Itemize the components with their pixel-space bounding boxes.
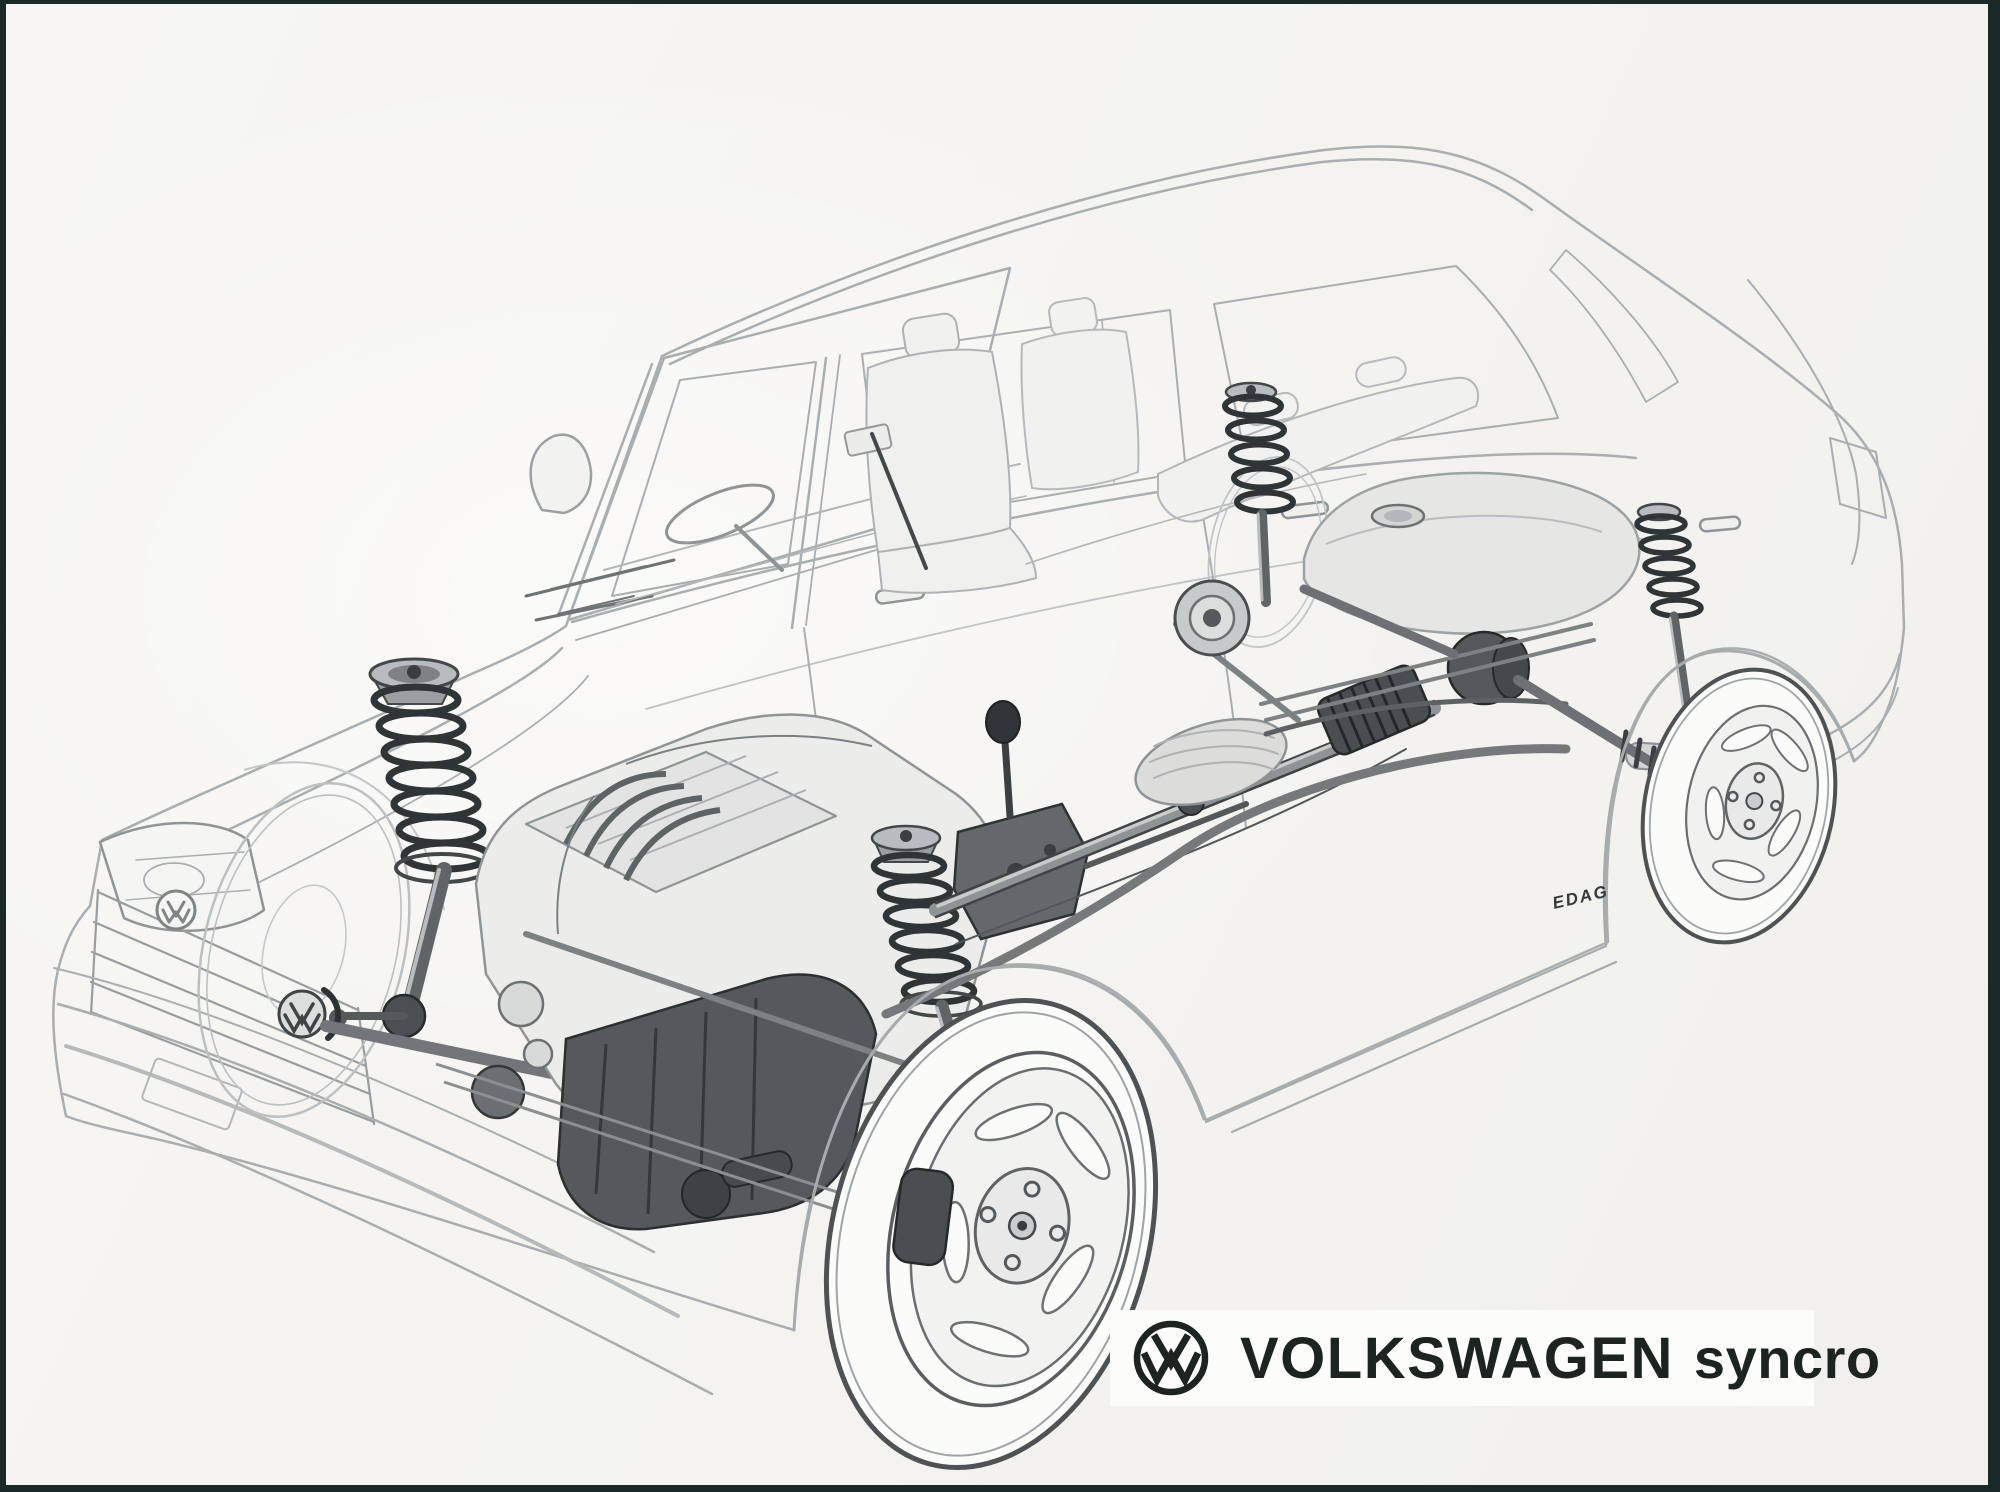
coil-spring xyxy=(370,683,492,873)
model-wordmark: syncro xyxy=(1693,1326,1881,1390)
rim-lip xyxy=(886,1050,1136,1408)
damper-tube xyxy=(1257,509,1271,607)
cowl-line xyxy=(575,531,937,641)
idler-pulley xyxy=(522,1038,554,1070)
vw-roundel-icon xyxy=(1133,1320,1209,1396)
cabin-floor-line xyxy=(1025,473,1367,565)
sill-line xyxy=(1204,944,1618,1134)
hatch-glass-sliver xyxy=(1549,249,1679,403)
rear-wheel-arch xyxy=(1602,649,1856,946)
front-bumper-strip xyxy=(64,1044,680,1318)
alloy-slots xyxy=(1704,724,1809,884)
hatch-handle xyxy=(1698,515,1742,533)
cv-flange-vw-icon xyxy=(277,989,327,1039)
b-pillar xyxy=(790,356,828,630)
exhaust-pipe xyxy=(881,744,1571,1019)
grille-vw-emblem-icon xyxy=(155,889,197,931)
rear-right-strut xyxy=(1222,381,1296,607)
halfshaft-right xyxy=(1299,584,1459,659)
rear-drive-assembly xyxy=(1173,579,1683,784)
front-bumper-upper xyxy=(56,1002,656,1254)
rear-subframe-beam-1 xyxy=(1259,622,1596,722)
roof-inner-line xyxy=(668,157,1534,366)
heat-shield-pan xyxy=(1134,717,1288,807)
damper-tube xyxy=(402,862,452,1014)
coil-spring xyxy=(1222,393,1296,515)
passenger-seat-back xyxy=(1020,328,1140,491)
hood-crease-2 xyxy=(201,675,589,911)
wiper-blade-1 xyxy=(550,565,647,590)
headlight xyxy=(98,821,266,932)
coil-spring xyxy=(1634,513,1704,619)
windshield xyxy=(566,266,1012,622)
lug-bolts xyxy=(979,1180,1066,1271)
hood-crease-1 xyxy=(154,646,564,866)
hatch-seam xyxy=(1747,279,1861,565)
seat-belt xyxy=(870,432,928,570)
brake-caliper xyxy=(892,1167,955,1267)
wheel-arches xyxy=(792,649,1856,1332)
front-seat-back xyxy=(865,348,1012,554)
rear-headrest-2 xyxy=(1355,356,1407,388)
front-left-wheel xyxy=(823,998,1159,1470)
shift-rod xyxy=(1001,738,1014,820)
intake-runners xyxy=(563,771,721,882)
rear-stabilizer xyxy=(1263,697,1569,737)
front-door-window xyxy=(611,361,817,597)
brand-label: VOLKSWAGEN syncro xyxy=(1110,1310,1880,1406)
shift-linkage xyxy=(1083,801,1249,869)
shift-knob xyxy=(985,700,1021,744)
engine-harness xyxy=(556,734,873,935)
bell-housing-cap xyxy=(681,1169,731,1219)
taillight xyxy=(1829,437,1887,519)
brand-wordmark: VOLKSWAGEN xyxy=(1240,1325,1674,1391)
rear-left-wheel xyxy=(1640,667,1838,945)
front-bumper-lower xyxy=(62,1092,714,1396)
front-right-ghost-wheel xyxy=(197,782,411,1118)
transmission xyxy=(435,931,909,1232)
quarter-window xyxy=(1213,265,1559,461)
front-wheel-arch xyxy=(792,964,1206,1332)
front-driveshaft xyxy=(320,1020,572,1082)
door-mirror xyxy=(529,433,593,515)
steering-column xyxy=(734,524,784,572)
crank-pulley xyxy=(497,980,545,1028)
steering-rack-tube xyxy=(523,931,909,1067)
cutaway-illustration: EDAG xyxy=(52,145,1906,1470)
illustrator-signature: EDAG xyxy=(1551,882,1611,913)
a-pillar xyxy=(556,362,654,618)
steering-wheel xyxy=(665,483,775,545)
front-bumper-top xyxy=(53,967,635,1201)
license-plate xyxy=(141,1057,243,1131)
heat-shield-ribs xyxy=(1149,729,1279,779)
lug-bolts xyxy=(1727,771,1782,831)
b-pillar-inner xyxy=(805,354,841,626)
alternator xyxy=(470,1064,526,1120)
wiper-blade-2 xyxy=(557,595,635,615)
exhaust-system xyxy=(881,717,1761,1019)
front-subframe-beam xyxy=(435,1062,907,1232)
tank-crease xyxy=(1325,514,1603,545)
